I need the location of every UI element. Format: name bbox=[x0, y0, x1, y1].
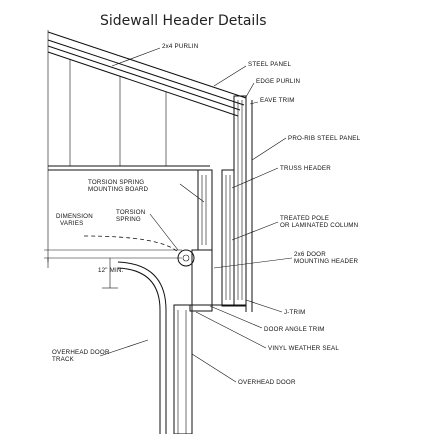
label-steel-panel: STEEL PANEL bbox=[248, 61, 291, 68]
leader-lines bbox=[99, 47, 293, 383]
label-dimension-2: VARIES bbox=[60, 220, 83, 227]
label-track-2: TRACK bbox=[52, 356, 75, 363]
label-purlin: 2x4 PURLIN bbox=[162, 43, 198, 50]
label-door-header-2: MOUNTING HEADER bbox=[294, 258, 359, 265]
label-overhead-door: OVERHEAD DOOR bbox=[238, 379, 296, 386]
label-track-1: OVERHEAD DOOR bbox=[52, 349, 110, 356]
roof-assembly bbox=[47, 30, 247, 176]
label-vinyl-seal: VINYL WEATHER SEAL bbox=[268, 345, 339, 352]
label-min-12: 12" MIN. bbox=[98, 267, 124, 274]
labels: 2x4 PURLIN STEEL PANEL EDGE PURLIN EAVE … bbox=[52, 43, 361, 386]
diagram-title: Sidewall Header Details bbox=[100, 13, 267, 29]
label-torsion-board-2: MOUNTING BOARD bbox=[88, 186, 149, 193]
dimension-line bbox=[44, 176, 182, 289]
label-treated-pole-2: OR LAMINATED COLUMN bbox=[280, 222, 358, 229]
label-j-trim: J-TRIM bbox=[284, 309, 305, 316]
column-assembly bbox=[189, 95, 253, 312]
label-torsion-spring-2: SPRING bbox=[116, 216, 141, 223]
label-torsion-spring-1: TORSION bbox=[116, 209, 145, 216]
door-track bbox=[83, 235, 195, 434]
label-dimension-1: DIMENSION bbox=[56, 213, 93, 220]
label-edge-purlin: EDGE PURLIN bbox=[256, 78, 300, 85]
label-treated-pole-1: TREATED POLE bbox=[280, 215, 329, 222]
label-pro-rib: PRO-RIB STEEL PANEL bbox=[288, 135, 361, 142]
label-truss-header: TRUSS HEADER bbox=[280, 165, 331, 172]
label-torsion-board-1: TORSION SPRING bbox=[88, 179, 144, 186]
label-eave-trim: EAVE TRIM bbox=[260, 97, 295, 104]
label-door-angle-trim: DOOR ANGLE TRIM bbox=[264, 326, 325, 333]
label-door-header-1: 2x6 DOOR bbox=[294, 251, 326, 258]
